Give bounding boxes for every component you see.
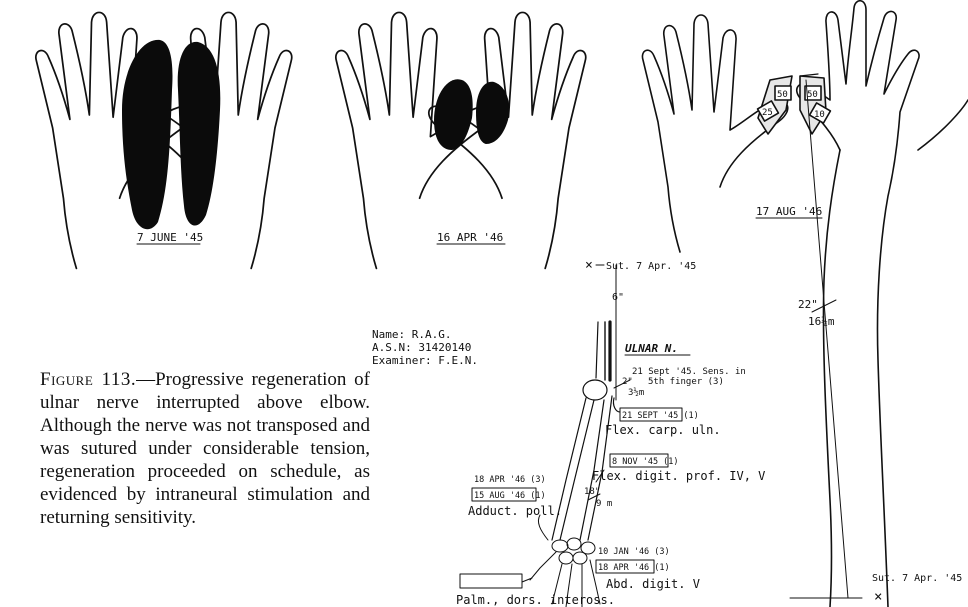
date-adduct-a: 18 APR '46 (3) [474, 475, 546, 485]
test-value-2: 50 [807, 90, 818, 100]
test-value-1: 50 [777, 90, 788, 100]
ulnar-nerve-label: ULNAR N. [625, 342, 678, 355]
arm-distance-inches: 22" [798, 298, 818, 311]
muscle-adduct: Adduct. poll. [468, 504, 562, 518]
arm-suture-label: Sut. 7 Apr. '45 [872, 573, 962, 584]
anesthesia-area-1a [122, 40, 173, 229]
muscle-flex-carp: Flex. carp. uln. [605, 423, 721, 437]
right-arm-outline-inner [823, 150, 840, 607]
suture-top-label: Sut. 7 Apr. '45 [606, 261, 696, 272]
anesthesia-area-2b [476, 82, 509, 144]
patient-asn: A.S.N: 31420140 [372, 341, 471, 354]
muscle-abd: Abd. digit. V [606, 577, 700, 591]
sensation-note-2: 5th finger (3) [648, 377, 724, 387]
distance-top: 6" [612, 292, 624, 303]
suture-marker: × [585, 258, 593, 273]
arm-suture-marker: × [874, 589, 882, 605]
arm-distance-chart: 22" 16¼m Sut. 7 Apr. '45 × [790, 74, 962, 605]
date-label-2: 16 APR '46 [437, 231, 503, 244]
patient-name: Name: R.A.G. [372, 328, 451, 341]
date-flex-carp: 21 SEPT '45 (1) [622, 411, 699, 421]
muscle-palm: Palm., dors. inteross. [456, 593, 615, 607]
sensation-note: 21 Sept '45. Sens. in [632, 367, 746, 377]
date-abd-a: 10 JAN '46 (3) [598, 547, 670, 557]
date-label-3: 17 AUG '46 [756, 205, 822, 218]
figure-caption: Figure 113.—Progressive regeneration of … [40, 368, 370, 529]
elbow-outline [918, 100, 968, 150]
caption-text: —Progressive regeneration of ulnar nerve… [40, 369, 370, 528]
sensory-test-patches: 50 50 25 10 [758, 76, 831, 134]
test-value-4: 10 [814, 110, 825, 120]
caption-label: Figure 113. [40, 369, 136, 390]
date-flex-digit: 8 NOV '45 (1) [612, 457, 679, 467]
hand-pair-2: 16 APR '46 [336, 12, 586, 268]
distance-2: 2" [622, 377, 633, 387]
muscle-flex-digit: Flex. digit. prof. IV, V [592, 469, 765, 483]
patient-examiner: Examiner: F.E.N. [372, 354, 478, 367]
hand-pair-1: 7 JUNE '45 [36, 12, 292, 268]
ulnar-nerve-chart: × Sut. 7 Apr. '45 6" ULNAR N. 21 Sept '4… [456, 258, 765, 607]
date-adduct-b: 15 AUG '46 (1) [474, 491, 546, 501]
anesthesia-area-1b [178, 42, 221, 226]
left-hand-2 [336, 12, 493, 268]
date-abd-b: 18 APR '46 (1) [598, 563, 670, 573]
distance-3-mm: 9 m [596, 499, 612, 509]
distance-2-mm: 3½m [628, 387, 644, 398]
date-label-1: 7 JUNE '45 [137, 231, 203, 244]
arm-distance-mm: 16¼m [808, 315, 835, 328]
test-value-3: 25 [762, 108, 773, 118]
patient-info: Name: R.A.G. A.S.N: 31420140 Examiner: F… [372, 328, 478, 367]
